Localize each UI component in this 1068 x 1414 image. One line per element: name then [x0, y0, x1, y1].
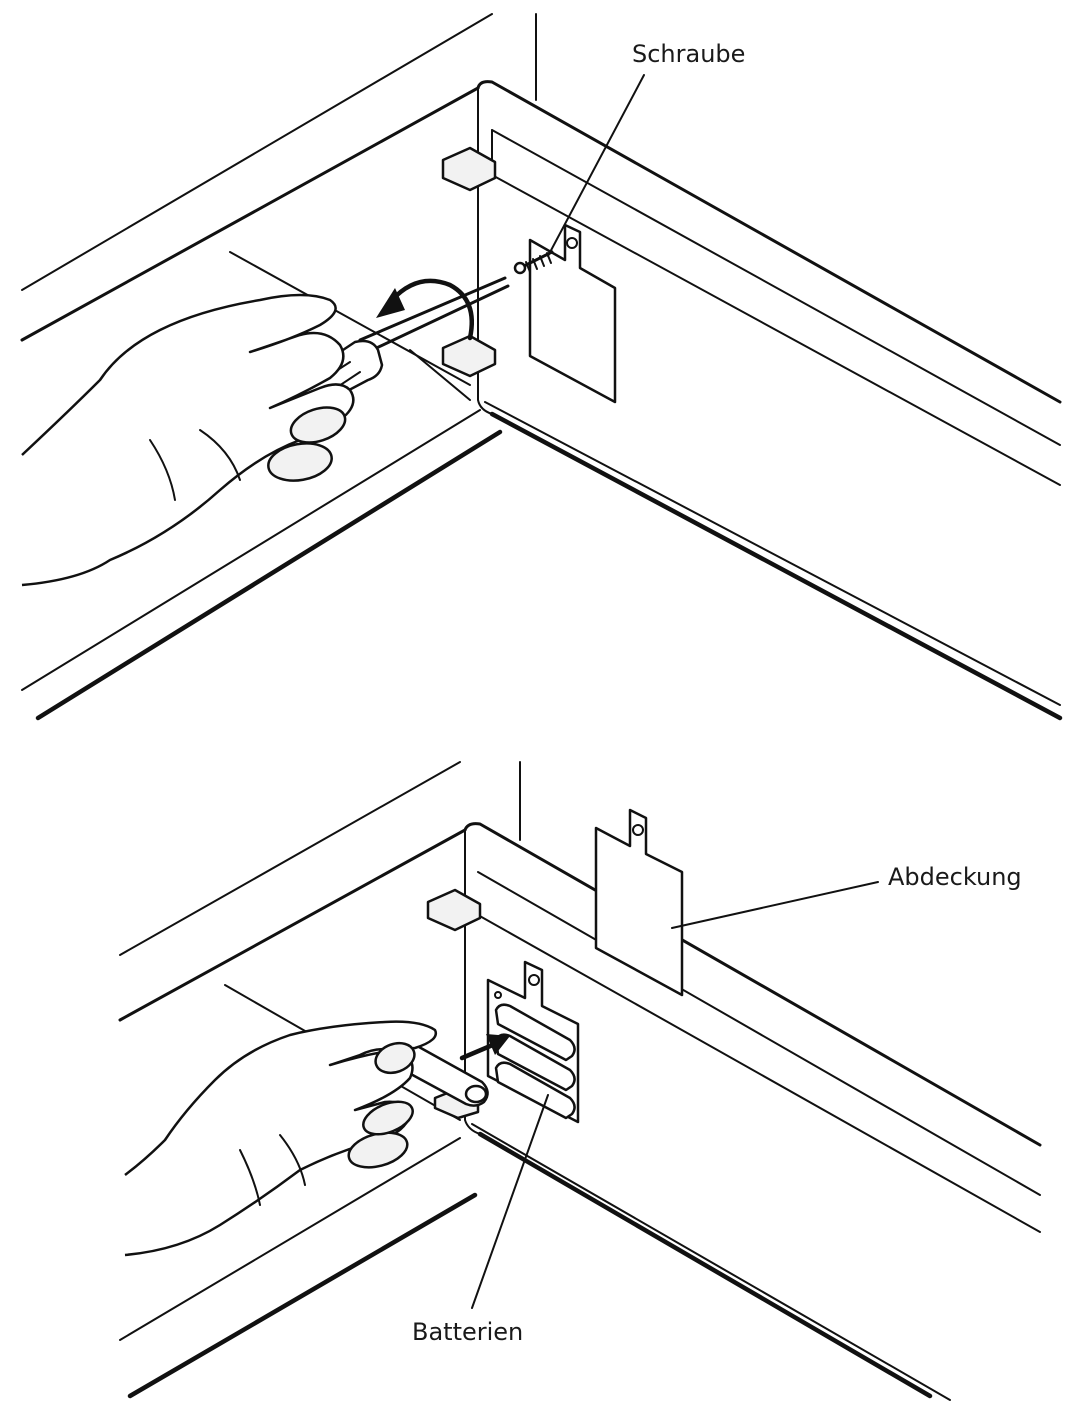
cover-label: Abdeckung	[888, 863, 1022, 891]
batteries-leader-line	[471, 1094, 549, 1309]
removed-cover	[594, 808, 684, 997]
hand-top-icon	[21, 293, 355, 587]
top-back-panel	[476, 80, 1063, 721]
bottom-figure: Abdeckung Batterien	[118, 761, 1042, 1401]
bottom-back-panel	[463, 822, 1042, 1401]
top-tabs	[441, 146, 497, 378]
insert-arrow-icon	[459, 1034, 510, 1061]
screw-icon	[513, 250, 554, 275]
batteries-icon	[494, 1003, 576, 1120]
cover-leader-line	[671, 881, 879, 929]
top-battery-cover	[528, 223, 617, 404]
top-housing	[20, 13, 537, 721]
batteries-label: Batterien	[412, 1318, 523, 1346]
screw-label: Schraube	[632, 40, 745, 68]
battery-in-hand-icon	[394, 1040, 489, 1107]
hand-bottom-icon	[124, 1020, 438, 1257]
top-figure: Schraube	[20, 13, 1063, 721]
rotation-arrow-icon	[376, 278, 475, 341]
screw-leader-line	[547, 74, 645, 257]
